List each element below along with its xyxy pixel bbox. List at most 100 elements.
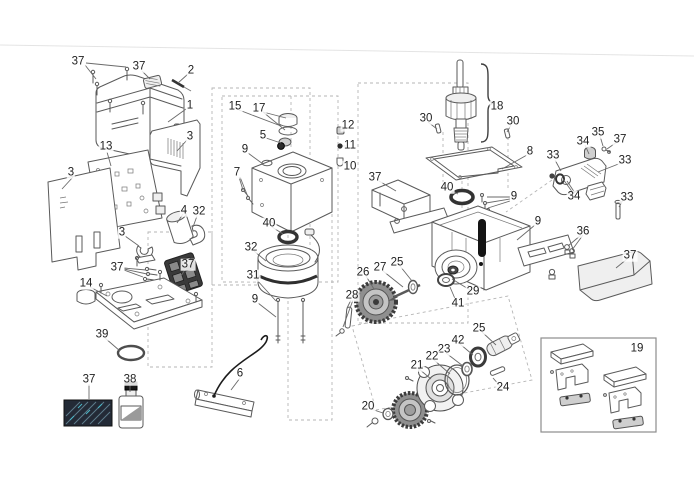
- part-label-7: 7: [232, 166, 242, 179]
- leader-line: [124, 235, 140, 247]
- part-label-26: 26: [355, 266, 371, 279]
- worm-shaft-part27-washer25-drawing: [388, 279, 421, 301]
- part-label-19: 19: [629, 342, 645, 355]
- u-bracket-part37-drawing: [371, 179, 449, 234]
- part-label-3: 3: [66, 166, 76, 179]
- part-label-6: 6: [235, 367, 245, 380]
- part-label-37: 37: [131, 60, 147, 73]
- leader-line: [485, 198, 511, 204]
- bell-housing-part32-drawing: [257, 228, 320, 299]
- part-label-22: 22: [424, 350, 440, 363]
- part-label-28: 28: [344, 289, 360, 302]
- part-label-3: 3: [185, 130, 195, 143]
- part-label-40: 40: [261, 217, 277, 230]
- leader-line: [255, 278, 277, 302]
- part-label-33: 33: [619, 191, 635, 204]
- leader-line: [123, 269, 144, 278]
- leader-line: [265, 137, 282, 144]
- part-label-35: 35: [590, 126, 606, 139]
- leader-line: [238, 176, 244, 191]
- part-label-9: 9: [250, 293, 260, 306]
- part-label-32: 32: [191, 205, 207, 218]
- capacitor-bracket-part32-drawing: [189, 224, 206, 246]
- leader-line: [597, 162, 622, 173]
- oil-tank-part9-drawing: [251, 151, 333, 233]
- part-label-3: 3: [117, 226, 127, 239]
- rubber-pad-part37-drawing: [63, 399, 113, 427]
- leader-line: [342, 299, 354, 328]
- part-label-4: 4: [179, 204, 189, 217]
- part-label-2: 2: [186, 64, 196, 77]
- worm-wheel-part26-drawing: [354, 280, 398, 324]
- part-label-8: 8: [525, 145, 535, 158]
- part-label-36: 36: [575, 225, 591, 238]
- dashed-guide-poly: [351, 295, 533, 411]
- part-label-5: 5: [258, 129, 268, 142]
- part-label-30: 30: [505, 115, 521, 128]
- part-label-27: 27: [372, 261, 388, 274]
- part-label-9: 9: [240, 143, 250, 156]
- leader-line: [238, 109, 282, 127]
- bearing-part40-mid-drawing: [277, 229, 299, 245]
- part-label-15: 15: [227, 100, 243, 113]
- part-label-34: 34: [575, 135, 591, 148]
- leader-line: [487, 200, 511, 209]
- part-label-10: 10: [342, 160, 358, 173]
- breather-nut-part5-drawing: [277, 137, 292, 150]
- part-label-37: 37: [622, 249, 638, 262]
- long-screws-part31-9-drawing: [275, 297, 306, 344]
- seals-part29-41-drawing: [437, 265, 459, 287]
- leader-line: [501, 154, 528, 170]
- leader-line: [192, 215, 198, 228]
- scan-artifact-line: [0, 44, 694, 57]
- leader-line: [516, 224, 536, 241]
- rotor-part18-drawing: [445, 59, 495, 151]
- leader-line: [230, 377, 241, 391]
- mounting-bar-part6-drawing: [194, 334, 269, 418]
- part-label-41: 41: [450, 297, 466, 310]
- screws-part36-drawing: [564, 244, 576, 259]
- base-plate-part14-drawing: [95, 255, 203, 330]
- part-label-14: 14: [78, 277, 94, 290]
- part-label-32: 32: [243, 241, 259, 254]
- part-label-24: 24: [495, 381, 511, 394]
- key-part24-drawing: [489, 366, 506, 376]
- part-label-12: 12: [340, 119, 356, 132]
- gasket-part8-drawing: [425, 146, 523, 181]
- part-label-37: 37: [367, 171, 383, 184]
- part-label-30: 30: [418, 112, 434, 125]
- part-label-37: 37: [612, 133, 628, 146]
- leader-line: [85, 62, 127, 68]
- part-label-23: 23: [436, 343, 452, 356]
- leader-line: [177, 73, 189, 84]
- part-label-39: 39: [94, 328, 110, 341]
- leader-line: [239, 176, 249, 198]
- part-label-11: 11: [343, 139, 357, 152]
- leader-line: [262, 111, 286, 131]
- part-label-37: 37: [81, 373, 97, 386]
- leader-line: [554, 159, 562, 172]
- part-label-31: 31: [245, 269, 261, 282]
- part-label-37: 37: [180, 258, 196, 271]
- part-label-40: 40: [439, 181, 455, 194]
- part-label-25: 25: [471, 322, 487, 335]
- part-label-29: 29: [465, 285, 481, 298]
- part-label-18: 18: [489, 100, 505, 113]
- pin-part28-drawing: [335, 306, 353, 337]
- leader-line: [106, 151, 112, 167]
- grease-bottle-part38-drawing: [118, 381, 144, 429]
- leader-line: [167, 108, 187, 123]
- part-label-17: 17: [251, 102, 267, 115]
- shaft-keys-part30-drawing: [434, 123, 511, 139]
- release-lever-part33-hardware-drawing: [549, 146, 622, 220]
- leader-line: [562, 178, 574, 194]
- o-ring-part39-drawing: [116, 344, 146, 362]
- leader-line: [247, 152, 264, 165]
- part-label-9: 9: [509, 190, 519, 203]
- part-label-25: 25: [389, 256, 405, 269]
- gasket-ring-part22-seal23-bearing42-drawing: [444, 346, 487, 396]
- dashed-guide-rect: [287, 179, 333, 421]
- part-label-20: 20: [360, 400, 376, 413]
- part-label-34: 34: [566, 190, 582, 203]
